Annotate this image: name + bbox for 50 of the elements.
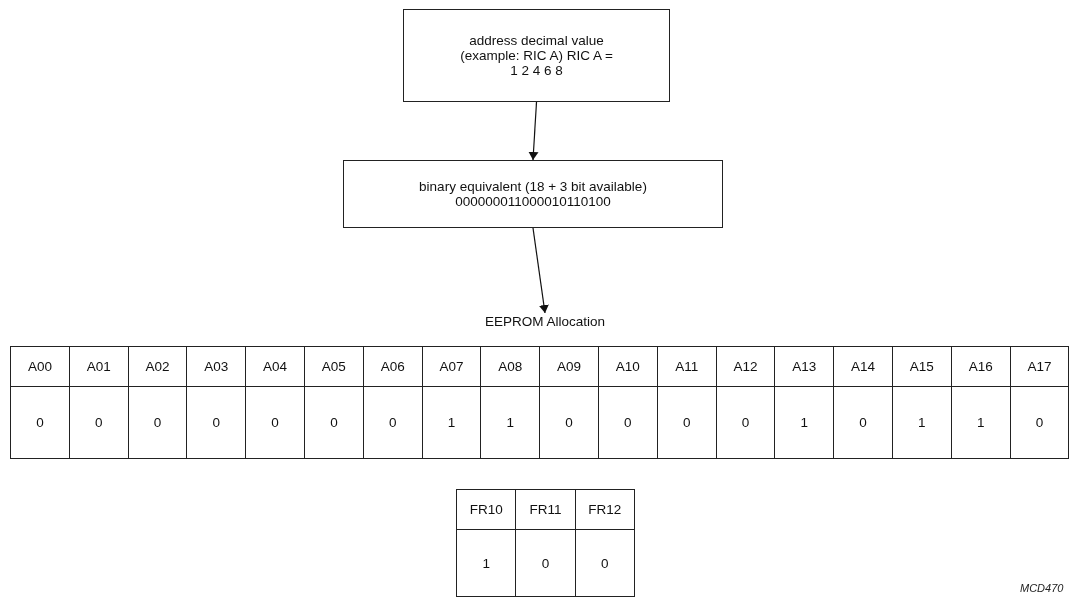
value-cell: 0 bbox=[540, 387, 599, 459]
header-cell: FR11 bbox=[516, 490, 576, 530]
figure-code: MCD470 bbox=[1020, 582, 1064, 594]
header-cell: A14 bbox=[834, 347, 893, 387]
header-cell: A01 bbox=[69, 347, 129, 387]
header-cell: A15 bbox=[892, 347, 952, 387]
value-cell: 0 bbox=[1010, 387, 1070, 459]
value-cell: 0 bbox=[575, 530, 635, 597]
header-cell: A12 bbox=[716, 347, 776, 387]
header-cell: A11 bbox=[657, 347, 717, 387]
header-cell: A07 bbox=[422, 347, 482, 387]
value-cell: 0 bbox=[246, 387, 305, 459]
process-box bbox=[343, 160, 723, 228]
value-cell: 1 bbox=[481, 387, 541, 459]
value-cell: 0 bbox=[187, 387, 247, 459]
header-cell: A04 bbox=[246, 347, 305, 387]
header-cell: A00 bbox=[11, 347, 70, 387]
value-cell: 0 bbox=[69, 387, 129, 459]
value-cell: 1 bbox=[457, 530, 517, 597]
value-cell: 0 bbox=[305, 387, 364, 459]
value-cell: 0 bbox=[657, 387, 717, 459]
header-cell: A05 bbox=[305, 347, 364, 387]
header-cell: A09 bbox=[540, 347, 599, 387]
header-cell: A10 bbox=[598, 347, 658, 387]
header-cell: A03 bbox=[187, 347, 247, 387]
header-cell: A06 bbox=[363, 347, 423, 387]
header-cell: A08 bbox=[481, 347, 541, 387]
value-cell: 1 bbox=[775, 387, 835, 459]
value-cell: 0 bbox=[363, 387, 423, 459]
box-text: binary equivalent (18 + 3 bit available) 000000011000010110100 bbox=[418, 179, 648, 209]
process-box bbox=[403, 9, 670, 102]
header-cell: A13 bbox=[775, 347, 835, 387]
value-cell: 0 bbox=[834, 387, 893, 459]
arrow bbox=[532, 227, 549, 314]
value-cell: 0 bbox=[516, 530, 576, 597]
header-cell: A02 bbox=[128, 347, 188, 387]
value-cell: 0 bbox=[598, 387, 658, 459]
header-cell: FR10 bbox=[457, 490, 517, 530]
value-cell: 1 bbox=[422, 387, 482, 459]
caption-text: EEPROM Allocation bbox=[484, 313, 606, 329]
box-text: address decimal value (example: RIC A) RIC A = 1 2 4 6 8 bbox=[459, 33, 614, 78]
value-cell: 0 bbox=[128, 387, 188, 459]
header-cell: A17 bbox=[1010, 347, 1070, 387]
header-cell: A16 bbox=[951, 347, 1011, 387]
value-cell: 0 bbox=[716, 387, 776, 459]
value-cell: 1 bbox=[951, 387, 1011, 459]
arrow bbox=[528, 101, 539, 161]
value-cell: 0 bbox=[11, 387, 70, 459]
value-cell: 1 bbox=[892, 387, 952, 459]
header-cell: FR12 bbox=[575, 490, 635, 530]
